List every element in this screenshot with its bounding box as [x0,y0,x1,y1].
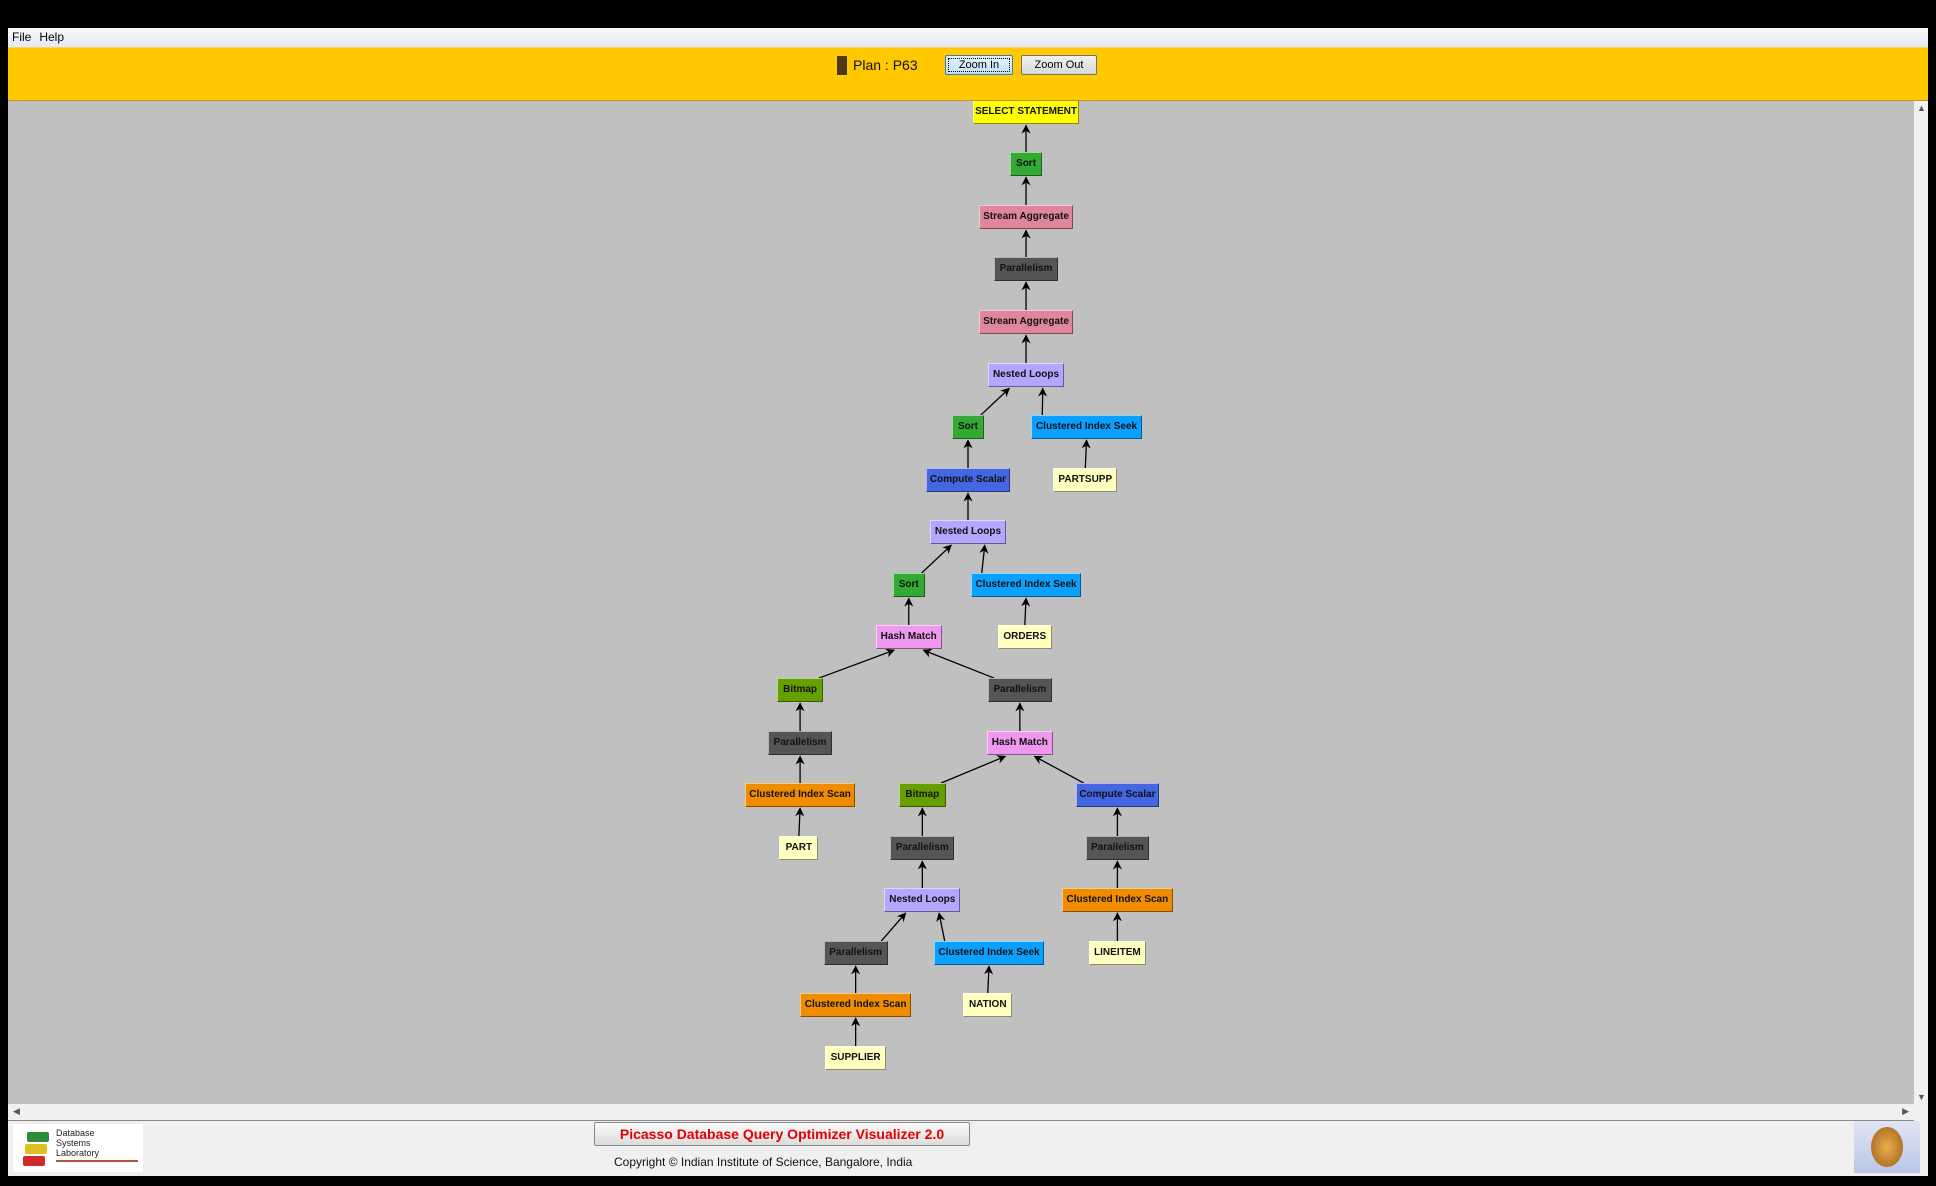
plan-node-parallelism[interactable]: Parallelism [987,678,1052,703]
plan-node-sort[interactable]: Sort [1010,152,1042,177]
zoom-out-button[interactable]: Zoom Out [1021,55,1097,75]
menu-file[interactable]: File [12,30,32,44]
plan-node-clustered-index-scan[interactable]: Clustered Index Scan [744,783,856,808]
copyright-text: Copyright © Indian Institute of Science,… [614,1155,913,1169]
plan-edge-arrow [1081,439,1091,469]
plan-node-compute-scalar[interactable]: Compute Scalar [1075,783,1160,808]
plan-node-hash-match[interactable]: Hash Match [875,625,942,650]
plan-node-sort[interactable]: Sort [892,573,925,598]
menu-bar: File Help [8,28,1928,47]
plan-node-stream-aggregate[interactable]: Stream Aggregate [979,205,1073,230]
plan-edge-arrow [818,648,896,679]
plan-node-parallelism[interactable]: Parallelism [1085,836,1150,861]
plan-node-clustered-index-scan[interactable]: Clustered Index Scan [1062,888,1173,913]
plan-node-nation[interactable]: NATION [963,993,1013,1018]
plan-color-swatch [837,56,847,75]
plan-node-part[interactable]: PART [779,836,819,861]
plan-node-hash-match[interactable]: Hash Match [986,731,1053,756]
plan-edge-arrow [1021,597,1031,626]
zoom-in-button[interactable]: Zoom In [945,55,1013,75]
plan-node-select-statement[interactable]: SELECT STATEMENT [973,101,1079,125]
plan-edge-arrow [984,965,994,994]
scroll-up-icon[interactable]: ▲ [1917,103,1926,113]
plan-edge-arrow [1033,755,1085,784]
scroll-left-icon[interactable]: ◀ [13,1106,20,1116]
plan-node-bitmap[interactable]: Bitmap [776,678,824,703]
plan-edge-arrow [936,912,946,942]
plan-edge-arrow [920,544,952,574]
plan-node-parallelism[interactable]: Parallelism [823,941,888,966]
app-window: File Help Plan : P63 Zoom In Zoom Out SEL… [8,28,1928,1176]
plan-node-parallelism[interactable]: Parallelism [768,731,832,756]
plan-edge-arrow [922,648,995,679]
horizontal-scrollbar[interactable]: ◀▶ [8,1104,1914,1121]
plan-node-partsupp[interactable]: PARTSUPP [1053,468,1118,493]
iisc-logo [1854,1121,1920,1173]
plan-edge-arrow [979,544,989,574]
scroll-down-icon[interactable]: ▼ [1917,1092,1926,1102]
toolbar: Plan : P63 Zoom In Zoom Out [8,47,1928,102]
plan-node-clustered-index-seek[interactable]: Clustered Index Seek [1031,415,1142,440]
menu-help[interactable]: Help [39,30,65,44]
plan-node-compute-scalar[interactable]: Compute Scalar [926,468,1010,493]
plan-node-nested-loops[interactable]: Nested Loops [929,520,1007,545]
plan-node-clustered-index-scan[interactable]: Clustered Index Scan [800,993,911,1018]
plan-edge-arrow [880,912,907,942]
plan-node-nested-loops[interactable]: Nested Loops [884,888,961,913]
plan-tree-edges [795,124,1122,1047]
app-title-button[interactable]: Picasso Database Query Optimizer Visuali… [594,1122,970,1146]
vertical-scrollbar[interactable]: ▲▼ [1914,101,1928,1104]
plan-node-lineitem[interactable]: LINEITEM [1089,941,1146,966]
plan-node-clustered-index-seek[interactable]: Clustered Index Seek [933,941,1045,966]
scroll-right-icon[interactable]: ▶ [1902,1106,1909,1116]
plan-node-stream-aggregate[interactable]: Stream Aggregate [979,310,1073,335]
plan-node-clustered-index-seek[interactable]: Clustered Index Seek [970,573,1082,598]
plan-edge-arrow [940,755,1007,784]
plan-edge-arrow [795,807,805,837]
plan-node-nested-loops[interactable]: Nested Loops [987,363,1065,388]
plan-node-bitmap[interactable]: Bitmap [899,783,946,808]
plan-node-orders[interactable]: ORDERS [997,625,1052,650]
plan-node-sort[interactable]: Sort [952,415,984,440]
plan-node-parallelism[interactable]: Parallelism [994,257,1058,282]
plan-label: Plan : P63 [853,57,918,73]
plan-node-supplier[interactable]: SUPPLIER [825,1046,887,1071]
plan-node-parallelism[interactable]: Parallelism [890,836,955,861]
plan-edge-arrow [980,387,1010,416]
